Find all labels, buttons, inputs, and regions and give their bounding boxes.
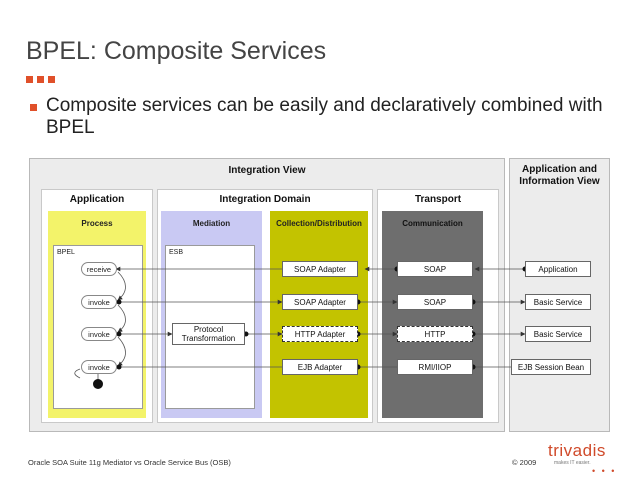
app-info-view-title: Application and Information View (519, 164, 600, 187)
adapter-http: HTTP Adapter (282, 326, 358, 342)
collection-title: Collection/Distribution (276, 219, 362, 228)
endpoint-basic-service-1: Basic Service (525, 294, 591, 310)
title-accent-square (48, 76, 55, 83)
endpoint-ejb-session-bean: EJB Session Bean (511, 359, 591, 375)
logo-dots-icon: • • • (592, 466, 617, 476)
protocol-rmi-iiop: RMI/IIOP (397, 359, 473, 375)
end-node-icon (93, 379, 103, 389)
title-accent-square (37, 76, 44, 83)
protocol-soap-2: SOAP (397, 294, 473, 310)
bullet-square-icon (30, 104, 37, 111)
esb-label: ESB (169, 249, 184, 256)
endpoint-basic-service-2: Basic Service (525, 326, 591, 342)
adapter-ejb: EJB Adapter (282, 359, 358, 375)
protocol-transformation-box: Protocol Transformation (172, 323, 245, 345)
collection-column (270, 211, 368, 418)
protocol-http: HTTP (397, 326, 473, 342)
transport-title: Transport (414, 194, 462, 205)
footer-text: Oracle SOA Suite 11g Mediator vs Oracle … (28, 458, 231, 467)
process-node-receive: receive (81, 262, 117, 276)
protocol-soap-1: SOAP (397, 261, 473, 277)
process-node-invoke: invoke (81, 327, 117, 341)
loop-receive-invoke (117, 271, 126, 301)
title-accent-square (26, 76, 33, 83)
process-title: Process (81, 219, 113, 228)
logo-tagline: makes IT easier. (554, 460, 591, 466)
mediation-title: Mediation (192, 219, 231, 228)
process-node-invoke: invoke (81, 360, 117, 374)
adapter-soap-2: SOAP Adapter (282, 294, 358, 310)
loop-invoke-invoke2 (117, 336, 126, 367)
application-title: Application (69, 194, 125, 205)
trivadis-logo: trivadis makes IT easier. • • • (548, 441, 618, 477)
loop-invoke-invoke (117, 304, 126, 333)
process-node-invoke: invoke (81, 295, 117, 309)
loop-end (74, 368, 81, 379)
integration-domain-title: Integration Domain (219, 194, 311, 205)
bullet-text: Composite services can be easily and dec… (46, 95, 603, 138)
footer-copyright: © 2009 (512, 458, 537, 467)
adapter-soap-1: SOAP Adapter (282, 261, 358, 277)
communication-title: Communication (402, 219, 463, 228)
endpoint-application: Application (525, 261, 591, 277)
communication-column (382, 211, 483, 418)
bpel-label: BPEL (57, 249, 75, 256)
slide-title: BPEL: Composite Services (26, 37, 327, 65)
integration-view-title: Integration View (228, 165, 306, 176)
logo-wordmark: trivadis (548, 441, 606, 460)
